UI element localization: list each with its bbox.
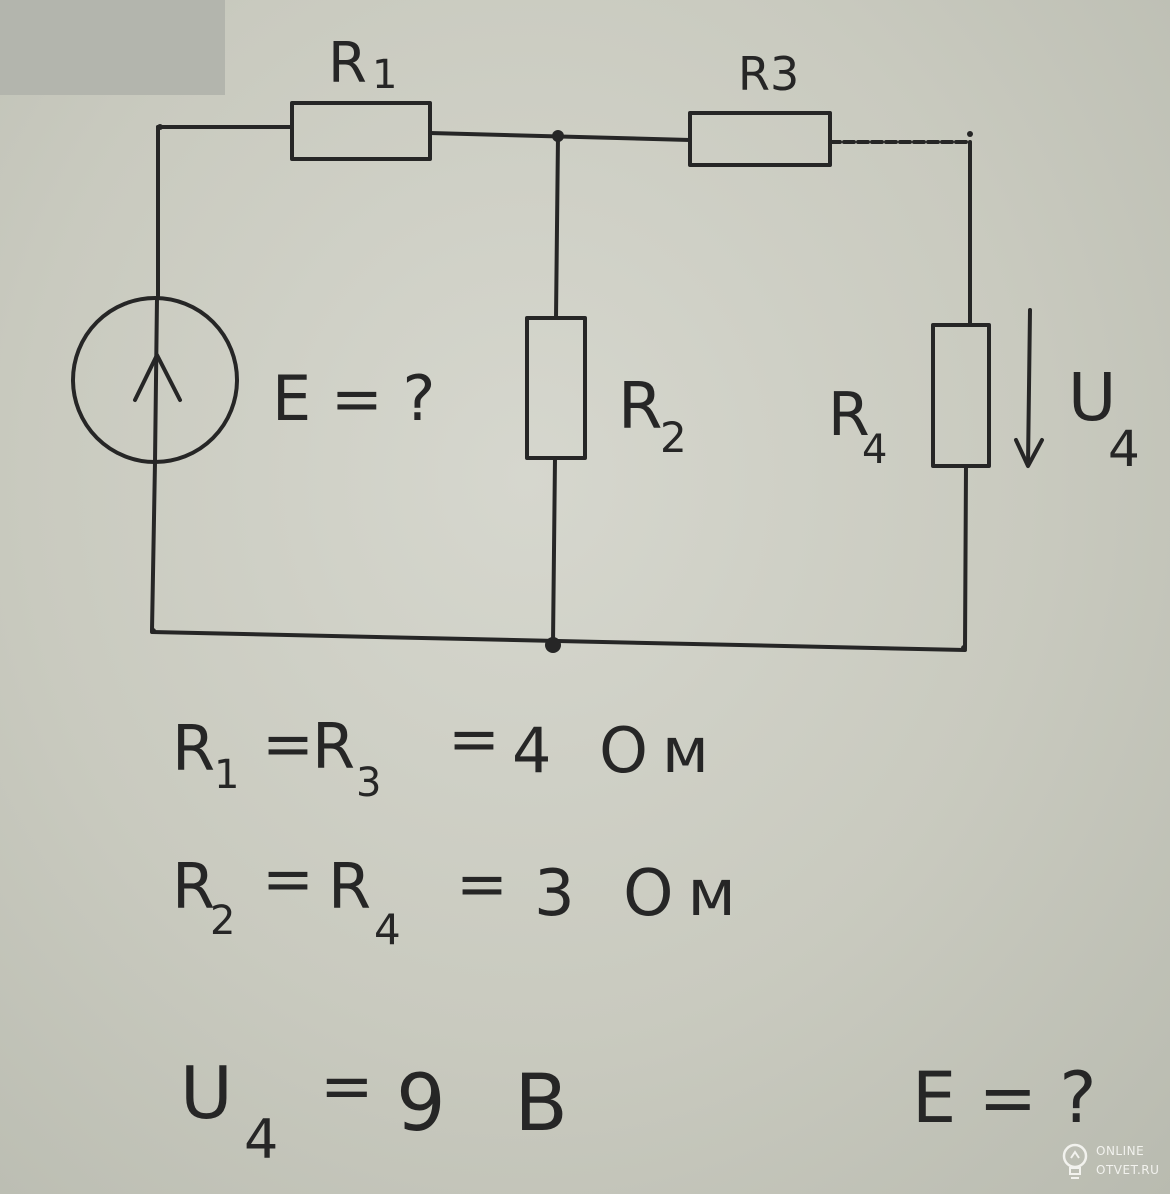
resistor-r2	[525, 316, 587, 460]
label-source-e: E = ?	[272, 362, 435, 435]
given3-eq: =	[320, 1050, 374, 1124]
source-arrow-shaft	[153, 296, 159, 464]
given2-r-sub: 2	[210, 898, 235, 944]
photo-corner-shadow	[0, 0, 225, 95]
junction-bottom	[545, 637, 561, 653]
given2-value: 3 Ом	[534, 857, 750, 931]
given2-r2-sub: 4	[374, 905, 401, 954]
wire-left-lower	[150, 460, 157, 632]
resistor-r3	[688, 111, 832, 167]
label-r4-sub: 4	[862, 427, 887, 473]
label-u4-sub: 4	[1108, 420, 1140, 478]
label-r2: R	[618, 370, 662, 444]
given-line-1: R 1 = R 3 = 4 Ом	[172, 702, 723, 806]
watermark: ONLINE OTVET.RU	[1060, 1138, 1168, 1188]
u4-arrow-shaft	[1026, 308, 1032, 467]
terminal-top-left	[157, 124, 163, 130]
wire-mid-lower	[551, 456, 557, 645]
given-line-2: R 2 = R 4 = 3 Ом	[172, 842, 750, 954]
given2-eq2: =	[456, 847, 508, 920]
wire-right-lower	[963, 464, 968, 650]
label-r4: R	[828, 380, 870, 450]
given2-r: R	[172, 850, 215, 923]
label-r2-sub: 2	[660, 413, 687, 462]
resistor-r4	[931, 323, 991, 468]
given3-u-sub: 4	[244, 1108, 278, 1171]
given1-eq2: =	[448, 702, 500, 775]
given1-r2-sub: 3	[356, 760, 381, 806]
watermark-line-1: ONLINE	[1096, 1144, 1145, 1158]
given2-r2: R	[328, 850, 371, 923]
given1-r-sub: 1	[214, 752, 239, 798]
given-line-3: U 4 = 9 В	[180, 1050, 590, 1171]
wire-mid-upper	[554, 134, 560, 320]
label-r1: R	[328, 31, 367, 96]
given1-value: 4 Ом	[512, 714, 723, 787]
given1-r: R	[172, 712, 215, 785]
watermark-line-2: OTVET.RU	[1096, 1163, 1160, 1177]
label-r3: R3	[738, 47, 799, 101]
lightbulb-icon	[1062, 1143, 1088, 1179]
source-arrow-head	[133, 353, 182, 402]
given1-eq1: =	[262, 707, 314, 780]
terminal-bottom-left	[150, 628, 156, 634]
resistor-r1	[290, 101, 432, 161]
given2-eq1: =	[262, 842, 314, 915]
label-u4: U	[1068, 359, 1116, 436]
terminal-top-right	[967, 131, 973, 137]
question-e: E = ?	[912, 1057, 1097, 1139]
junction-top	[552, 130, 564, 142]
u4-arrow-head	[1014, 438, 1044, 468]
given1-r2: R	[312, 710, 355, 783]
given3-value: 9 В	[396, 1059, 590, 1149]
given3-u: U	[180, 1051, 233, 1135]
terminal-bottom-right	[961, 645, 967, 651]
label-r1-sub: 1	[372, 52, 397, 98]
